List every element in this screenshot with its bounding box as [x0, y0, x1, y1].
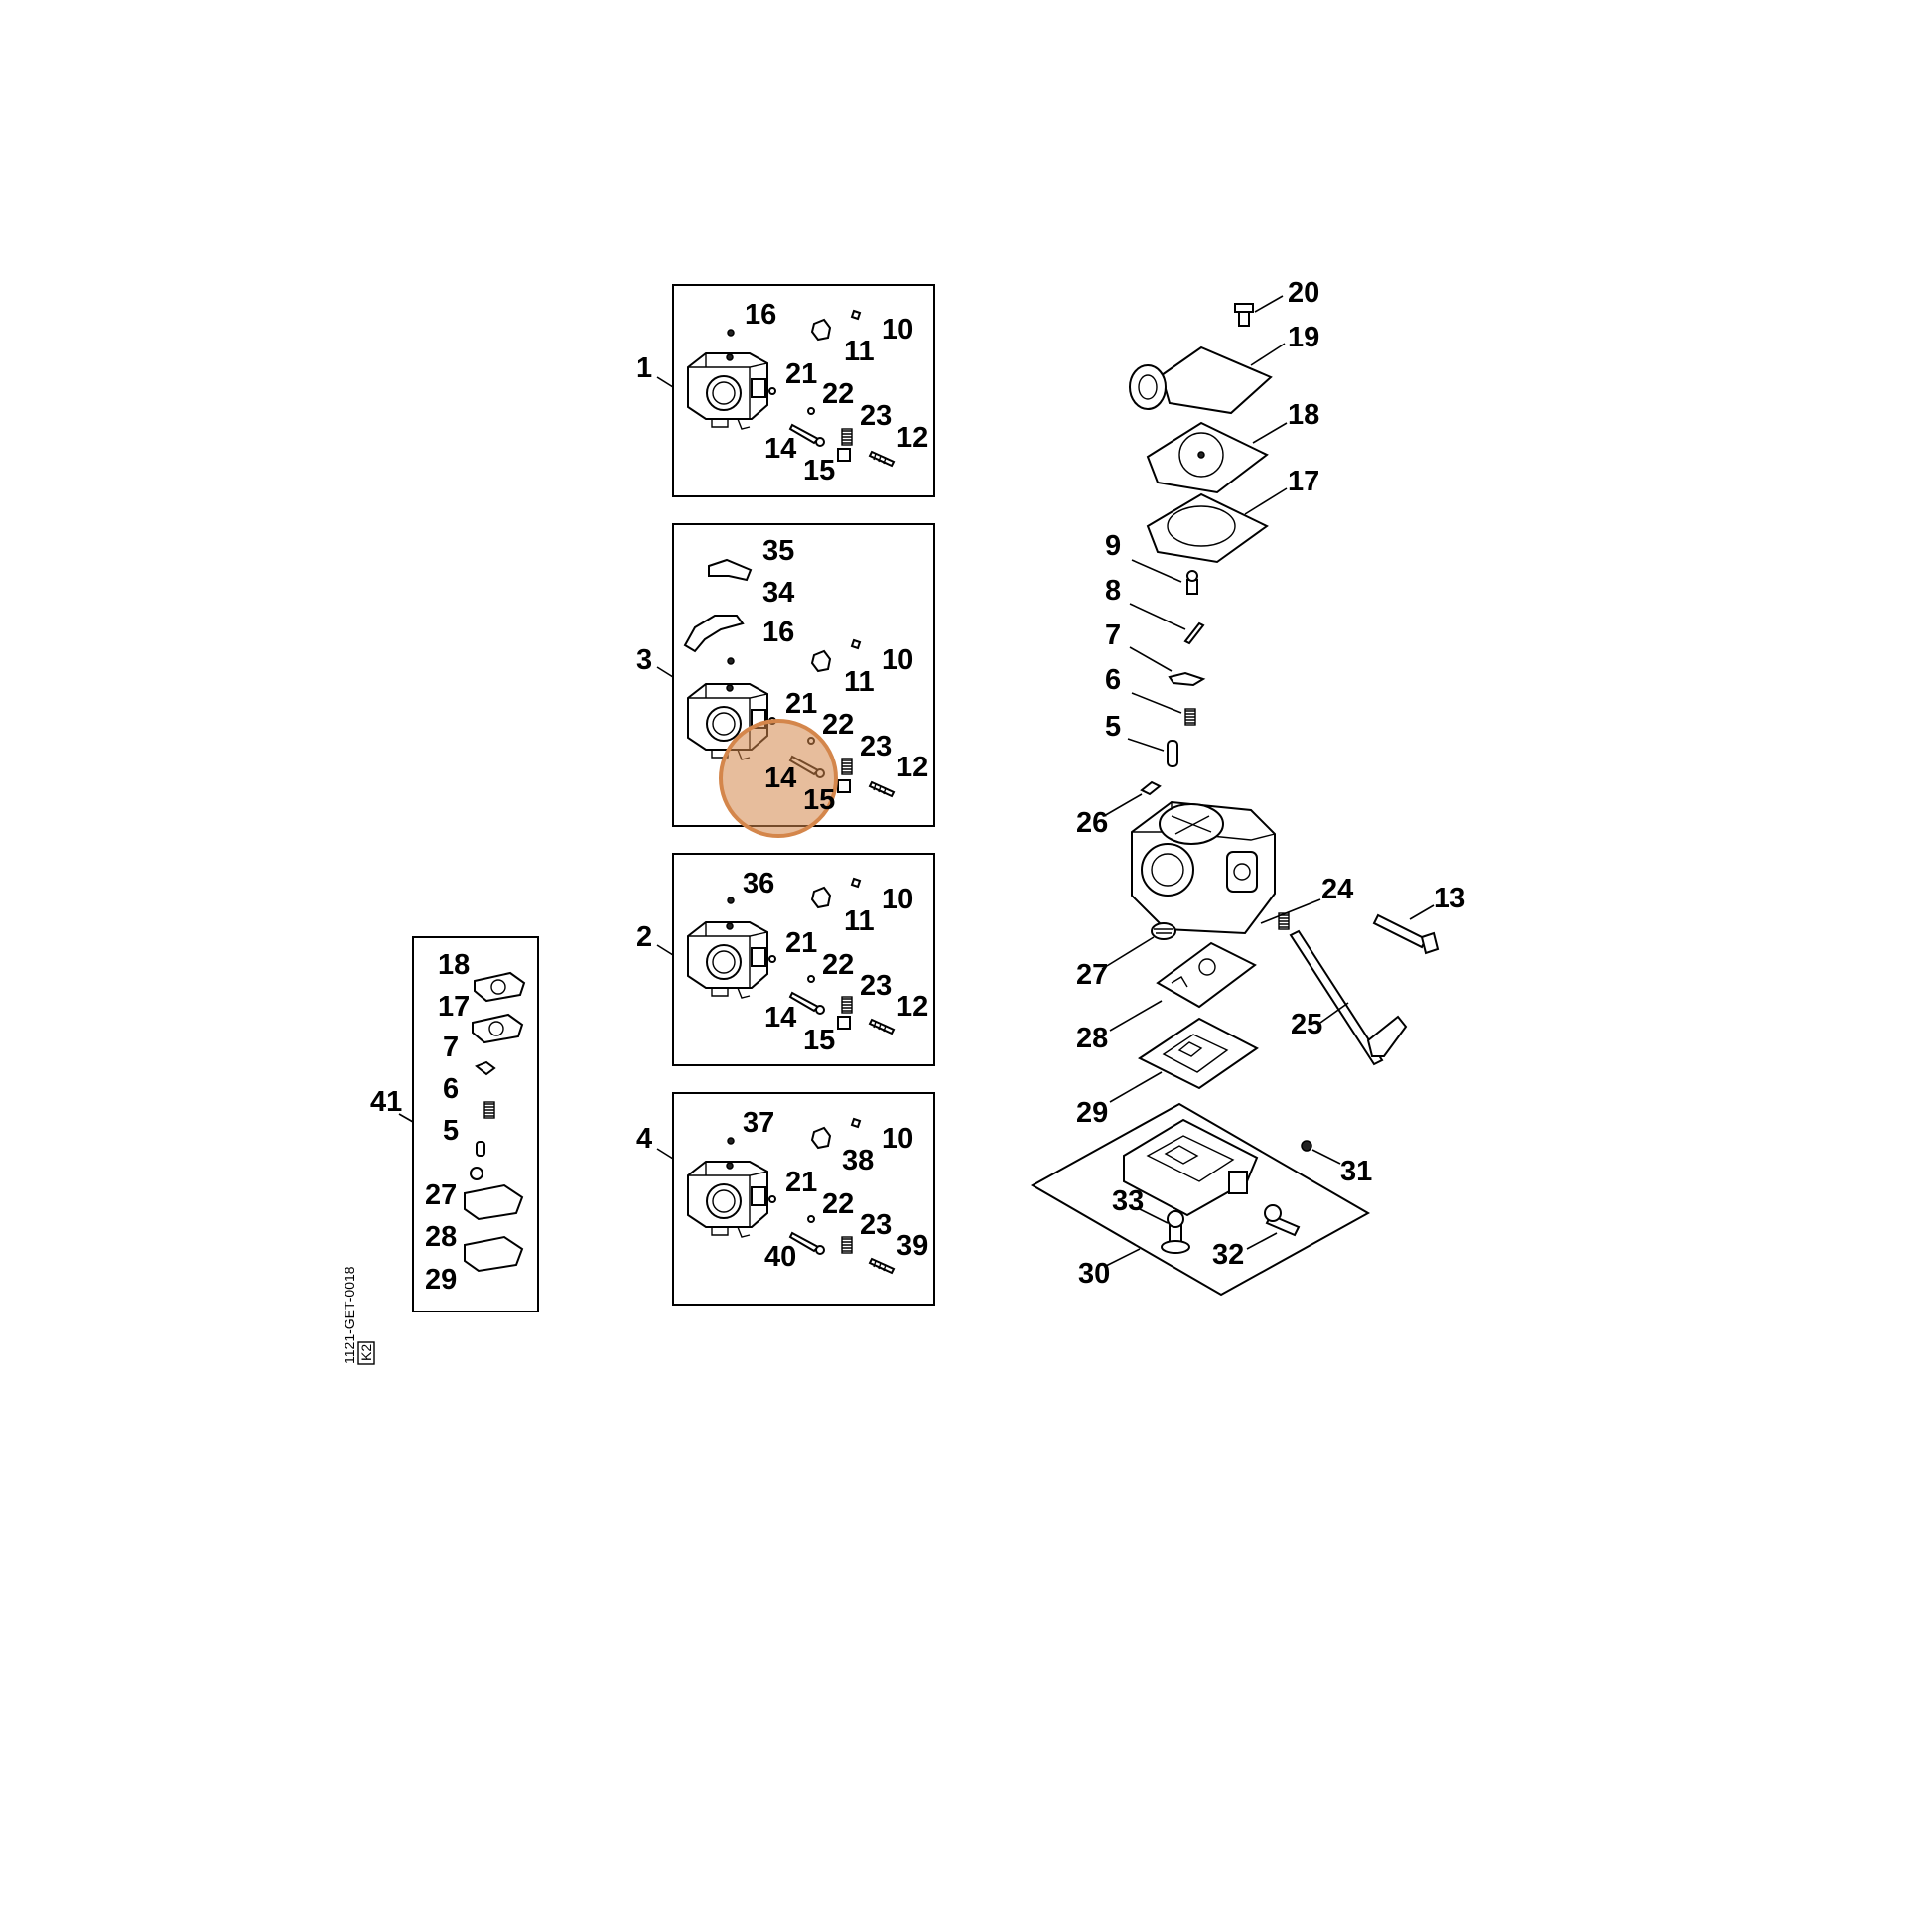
callout: 28 [425, 1221, 457, 1253]
callout: 18 [438, 949, 470, 981]
callout: 8 [1105, 575, 1121, 607]
callout: 12 [897, 752, 928, 783]
callout: 40 [764, 1241, 796, 1273]
callout: 37 [743, 1107, 774, 1139]
callout: 5 [1105, 711, 1121, 743]
callout: 36 [743, 868, 774, 899]
callout: 11 [844, 336, 875, 367]
callout: 18 [1288, 399, 1319, 431]
callout: 16 [762, 617, 794, 648]
callout: 28 [1076, 1023, 1108, 1054]
group-2-label: 2 [636, 921, 652, 953]
exploded-view [1030, 295, 1440, 1297]
callout: 23 [860, 731, 892, 762]
callout: 21 [785, 688, 817, 720]
callout: 7 [1105, 620, 1121, 651]
callout: 15 [803, 455, 835, 486]
callout: 34 [762, 577, 794, 609]
callout: 33 [1112, 1185, 1144, 1217]
drawing-reference: 1121-GET-0018 K2 [342, 1266, 375, 1365]
group-4-label: 4 [636, 1123, 652, 1155]
callout: 29 [1076, 1097, 1108, 1129]
callout: 27 [1076, 959, 1108, 991]
callout: 13 [1434, 883, 1465, 914]
callout: 17 [438, 991, 470, 1023]
group-box-1 [656, 284, 935, 497]
callout: 38 [842, 1145, 874, 1176]
callout: 25 [1291, 1009, 1322, 1040]
callout: 26 [1076, 807, 1108, 839]
callout: 14 [764, 762, 796, 794]
callout: 10 [882, 884, 913, 915]
callout: 23 [860, 400, 892, 432]
callout: 15 [803, 784, 835, 816]
callout: 16 [745, 299, 776, 331]
group-box-41 [398, 936, 539, 1312]
callout: 5 [443, 1115, 459, 1147]
group-box-4 [656, 1092, 935, 1306]
callout: 14 [764, 1002, 796, 1034]
group-3-label: 3 [636, 644, 652, 676]
highlight-marker [719, 719, 838, 838]
callout: 30 [1078, 1258, 1110, 1290]
callout: 21 [785, 927, 817, 959]
callout: 10 [882, 644, 913, 676]
callout: 15 [803, 1025, 835, 1056]
callout: 22 [822, 1188, 854, 1220]
callout: 21 [785, 358, 817, 390]
callout: 12 [897, 422, 928, 454]
group-1-label: 1 [636, 352, 652, 384]
callout: 32 [1212, 1239, 1244, 1271]
callout: 22 [822, 378, 854, 410]
callout: 6 [443, 1073, 459, 1105]
drawing-code: 1121-GET-0018 [342, 1266, 357, 1364]
callout: 35 [762, 535, 794, 567]
callout: 11 [844, 666, 875, 698]
callout: 31 [1340, 1156, 1372, 1187]
callout: 21 [785, 1167, 817, 1198]
group-41-label: 41 [370, 1086, 402, 1118]
callout: 14 [764, 433, 796, 465]
callout: 39 [897, 1230, 928, 1262]
callout: 22 [822, 949, 854, 981]
callout-labels: 1 16 10 11 21 22 23 14 12 15 3 35 34 16 … [370, 277, 1465, 1296]
callout: 23 [860, 970, 892, 1002]
callout: 10 [882, 314, 913, 345]
callout: 23 [860, 1209, 892, 1241]
callout: 17 [1288, 466, 1319, 497]
callout: 24 [1321, 874, 1353, 905]
callout: 10 [882, 1123, 913, 1155]
callout: 19 [1288, 322, 1319, 353]
callout: 12 [897, 991, 928, 1023]
drawing-tag: K2 [358, 1344, 374, 1361]
callout: 29 [425, 1264, 457, 1296]
callout: 22 [822, 709, 854, 741]
callout: 11 [844, 905, 875, 937]
callout: 6 [1105, 664, 1121, 696]
group-box-2 [656, 853, 935, 1066]
callout: 7 [443, 1032, 459, 1063]
callout: 27 [425, 1179, 457, 1211]
callout: 20 [1288, 277, 1319, 309]
callout: 9 [1105, 530, 1121, 562]
